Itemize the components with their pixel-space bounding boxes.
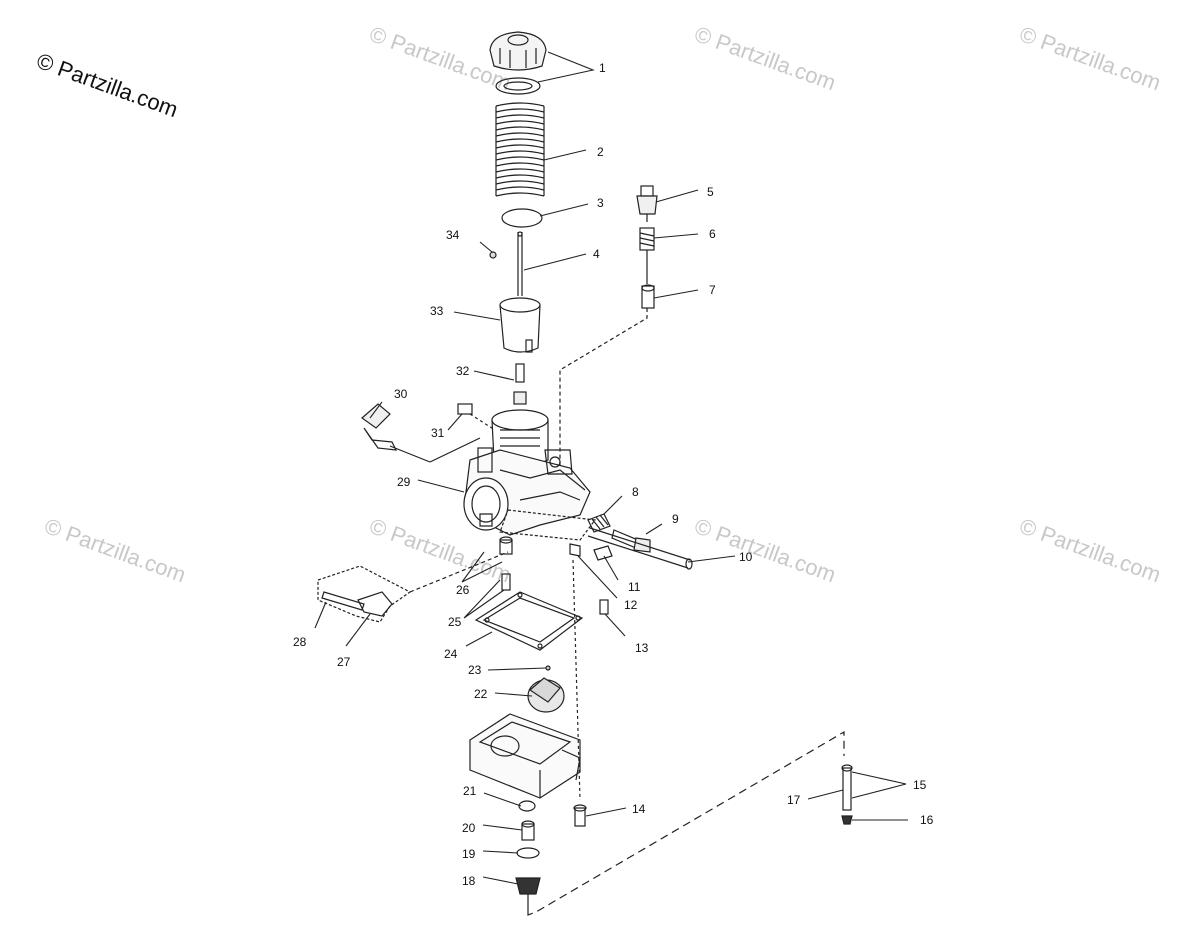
- part-28-tag: [317, 565, 412, 623]
- callout-6: 6: [709, 227, 716, 241]
- part-26-needle-valve-seat: [499, 536, 513, 555]
- callout-33: 33: [430, 304, 444, 318]
- callout-23: 23: [468, 663, 482, 677]
- part-25-needle-valve: [501, 573, 511, 591]
- part-14-drain-screw: [573, 804, 587, 827]
- callout-9: 9: [672, 512, 679, 526]
- callout-11: 11: [628, 580, 641, 594]
- callout-31: 31: [431, 426, 445, 440]
- callout-26: 26: [456, 583, 470, 597]
- part-32-screw: [513, 363, 527, 405]
- part-21-washer: [518, 800, 536, 812]
- part-27-clip: [357, 591, 393, 617]
- watermark-text: © Partzilla.com: [1016, 513, 1164, 587]
- part-10-rod: [587, 527, 693, 570]
- part-29-intake: [463, 477, 509, 531]
- callout-21: 21: [463, 784, 477, 798]
- callout-25: 25: [448, 615, 462, 629]
- callout-30: 30: [394, 387, 408, 401]
- callout-16: 16: [920, 813, 934, 827]
- callout-12: 12: [624, 598, 638, 612]
- watermark-text: © Partzilla.com: [41, 513, 189, 587]
- part-6-spring: [639, 227, 655, 284]
- callout-17: 17: [787, 793, 801, 807]
- part-18-drain-plug: [515, 877, 541, 912]
- callout-18: 18: [462, 874, 476, 888]
- callout-13: 13: [635, 641, 649, 655]
- part-3-clip-plate: [501, 208, 543, 228]
- callout-7: 7: [709, 283, 716, 297]
- part-24-gasket: [474, 591, 584, 651]
- callout-19: 19: [462, 847, 476, 861]
- part-15-tube: [841, 764, 853, 811]
- callout-32: 32: [456, 364, 470, 378]
- part-22-float: [527, 677, 565, 713]
- part-11-jet: [593, 545, 613, 561]
- callout-14: 14: [632, 802, 646, 816]
- part-30-cable-adjuster: [361, 403, 431, 463]
- part-2-spring: [495, 102, 545, 197]
- part-34-clip: [489, 251, 497, 259]
- callout-15: 15: [913, 778, 927, 792]
- callout-2: 2: [597, 145, 604, 159]
- callout-1: 1: [599, 61, 606, 75]
- callout-24: 24: [444, 647, 458, 661]
- part-19-o-ring: [516, 847, 540, 859]
- part-31-plug: [457, 403, 473, 415]
- part-7-jet-holder: [641, 284, 655, 309]
- callout-4: 4: [593, 247, 600, 261]
- callout-28: 28: [293, 635, 307, 649]
- watermark-text: © Partzilla.com: [691, 513, 839, 587]
- watermark-text: © Partzilla.com: [691, 21, 839, 95]
- callout-10: 10: [739, 550, 753, 564]
- callout-34: 34: [446, 228, 460, 242]
- part-33-throttle-slide: [499, 297, 541, 353]
- part-5-jet: [636, 185, 658, 222]
- part-23-screw: [545, 665, 551, 671]
- callout-29: 29: [397, 475, 411, 489]
- part-20-jet: [521, 820, 535, 841]
- part-4-needle: [517, 231, 523, 296]
- part-13-screw: [599, 599, 609, 615]
- callout-20: 20: [462, 821, 476, 835]
- float-bowl: [469, 713, 581, 799]
- part-12-jet: [569, 543, 581, 557]
- callout-5: 5: [707, 185, 714, 199]
- callout-22: 22: [474, 687, 488, 701]
- part-1-cap: [489, 31, 547, 95]
- watermark-text: © Partzilla.com: [1016, 21, 1164, 95]
- callout-27: 27: [337, 655, 351, 669]
- part-8-spring: [587, 513, 611, 533]
- part-16-plug: [841, 815, 853, 825]
- callout-3: 3: [597, 196, 604, 210]
- callout-8: 8: [632, 485, 639, 499]
